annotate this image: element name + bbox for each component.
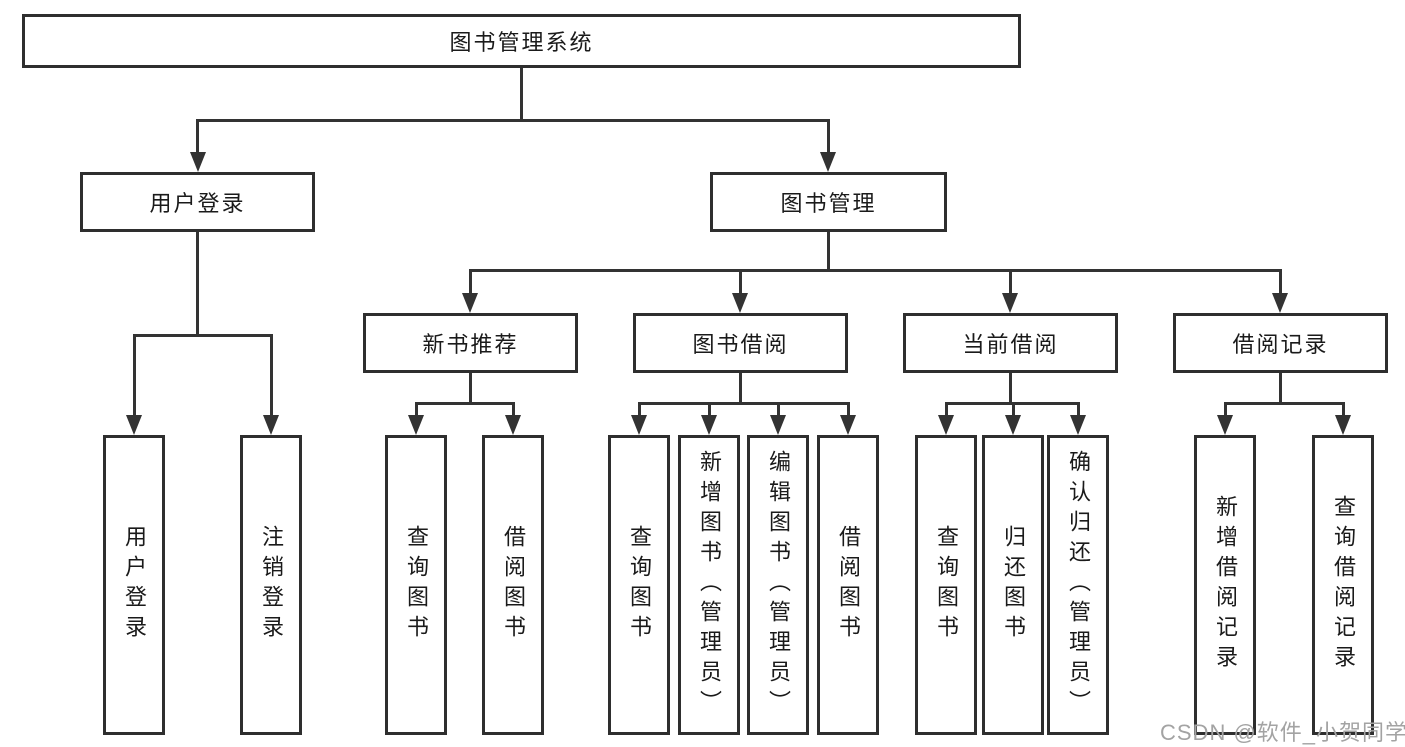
node-leaf-add-books-admin: 新增图书（管理员） bbox=[678, 435, 740, 735]
connector-line bbox=[415, 402, 418, 417]
arrowhead-down-icon bbox=[263, 415, 279, 435]
connector-line bbox=[415, 402, 515, 405]
node-label: 用户登录 bbox=[149, 191, 246, 216]
arrowhead-down-icon bbox=[770, 415, 786, 435]
arrowhead-down-icon bbox=[462, 293, 478, 313]
node-label: 查询借阅记录 bbox=[1331, 495, 1356, 675]
node-leaf-borrow-books: 借阅图书 bbox=[817, 435, 879, 735]
arrowhead-down-icon bbox=[505, 415, 521, 435]
node-leaf-return-books: 归还图书 bbox=[982, 435, 1044, 735]
arrowhead-down-icon bbox=[631, 415, 647, 435]
node-leaf-edit-books-admin: 编辑图书（管理员） bbox=[747, 435, 809, 735]
connector-line bbox=[827, 230, 830, 271]
connector-line bbox=[708, 402, 711, 417]
node-label: 新书推荐 bbox=[422, 332, 519, 357]
arrowhead-down-icon bbox=[408, 415, 424, 435]
connector-line bbox=[638, 402, 641, 417]
node-leaf-logout: 注销登录 bbox=[240, 435, 302, 735]
connector-line bbox=[469, 269, 1282, 272]
node-label: 当前借阅 bbox=[962, 332, 1059, 357]
arrowhead-down-icon bbox=[126, 415, 142, 435]
node-leaf-user-login: 用户登录 bbox=[103, 435, 165, 735]
connector-line bbox=[133, 334, 136, 417]
node-book-management: 图书管理 bbox=[710, 172, 947, 232]
node-label: 借阅记录 bbox=[1232, 332, 1329, 357]
node-borrow-records: 借阅记录 bbox=[1173, 313, 1388, 373]
connector-line bbox=[196, 119, 199, 154]
node-label: 查询图书 bbox=[404, 525, 429, 645]
arrowhead-down-icon bbox=[938, 415, 954, 435]
node-label: 借阅图书 bbox=[836, 525, 861, 645]
node-label: 查询图书 bbox=[934, 525, 959, 645]
arrowhead-down-icon bbox=[1002, 293, 1018, 313]
connector-line bbox=[1012, 402, 1015, 417]
arrowhead-down-icon bbox=[701, 415, 717, 435]
node-label: 图书借阅 bbox=[692, 332, 789, 357]
connector-line bbox=[512, 402, 515, 417]
node-leaf-add-borrow-record: 新增借阅记录 bbox=[1194, 435, 1256, 735]
arrowhead-down-icon bbox=[190, 152, 206, 172]
node-leaf-borrow-books-recommend: 借阅图书 bbox=[482, 435, 544, 735]
node-root-label: 图书管理系统 bbox=[449, 30, 594, 55]
arrowhead-down-icon bbox=[1070, 415, 1086, 435]
node-label: 借阅图书 bbox=[501, 525, 526, 645]
arrowhead-down-icon bbox=[820, 152, 836, 172]
node-label: 用户登录 bbox=[122, 525, 147, 645]
connector-line bbox=[1009, 269, 1012, 295]
connector-line bbox=[196, 230, 199, 336]
connector-line bbox=[1224, 402, 1345, 405]
connector-line bbox=[270, 334, 273, 417]
node-label: 注销登录 bbox=[259, 525, 284, 645]
connector-line bbox=[827, 119, 830, 154]
node-leaf-query-books-borrow: 查询图书 bbox=[608, 435, 670, 735]
connector-line bbox=[469, 371, 472, 404]
connector-line bbox=[1224, 402, 1227, 417]
connector-line bbox=[945, 402, 948, 417]
arrowhead-down-icon bbox=[1217, 415, 1233, 435]
arrowhead-down-icon bbox=[1005, 415, 1021, 435]
node-label: 新增借阅记录 bbox=[1213, 495, 1238, 675]
connector-line bbox=[520, 68, 523, 121]
node-label: 查询图书 bbox=[627, 525, 652, 645]
arrowhead-down-icon bbox=[732, 293, 748, 313]
node-new-book-recommend: 新书推荐 bbox=[363, 313, 578, 373]
watermark-text: CSDN @软件_小贺同学 bbox=[1160, 720, 1405, 745]
node-label: 编辑图书（管理员） bbox=[766, 450, 791, 720]
node-label: 确认归还（管理员） bbox=[1066, 450, 1091, 720]
arrowhead-down-icon bbox=[1335, 415, 1351, 435]
connector-line bbox=[1009, 371, 1012, 404]
arrowhead-down-icon bbox=[840, 415, 856, 435]
connector-line bbox=[1279, 269, 1282, 295]
connector-line bbox=[739, 269, 742, 295]
connector-line bbox=[469, 269, 472, 295]
node-current-borrow: 当前借阅 bbox=[903, 313, 1118, 373]
connector-line bbox=[1342, 402, 1345, 417]
connector-line bbox=[739, 371, 742, 404]
node-label: 图书管理 bbox=[780, 191, 877, 216]
node-leaf-query-books-current: 查询图书 bbox=[915, 435, 977, 735]
node-label: 新增图书（管理员） bbox=[697, 450, 722, 720]
connector-line bbox=[1279, 371, 1282, 404]
arrowhead-down-icon bbox=[1272, 293, 1288, 313]
connector-line bbox=[1077, 402, 1080, 417]
node-book-borrow: 图书借阅 bbox=[633, 313, 848, 373]
node-user-login: 用户登录 bbox=[80, 172, 315, 232]
connector-line bbox=[847, 402, 850, 417]
connector-line bbox=[133, 334, 273, 337]
connector-line bbox=[196, 119, 830, 122]
connector-line bbox=[638, 402, 850, 405]
node-leaf-confirm-return-admin: 确认归还（管理员） bbox=[1047, 435, 1109, 735]
connector-line bbox=[777, 402, 780, 417]
node-label: 归还图书 bbox=[1001, 525, 1026, 645]
node-leaf-query-borrow-record: 查询借阅记录 bbox=[1312, 435, 1374, 735]
node-root: 图书管理系统 bbox=[22, 14, 1021, 68]
node-leaf-query-books-recommend: 查询图书 bbox=[385, 435, 447, 735]
